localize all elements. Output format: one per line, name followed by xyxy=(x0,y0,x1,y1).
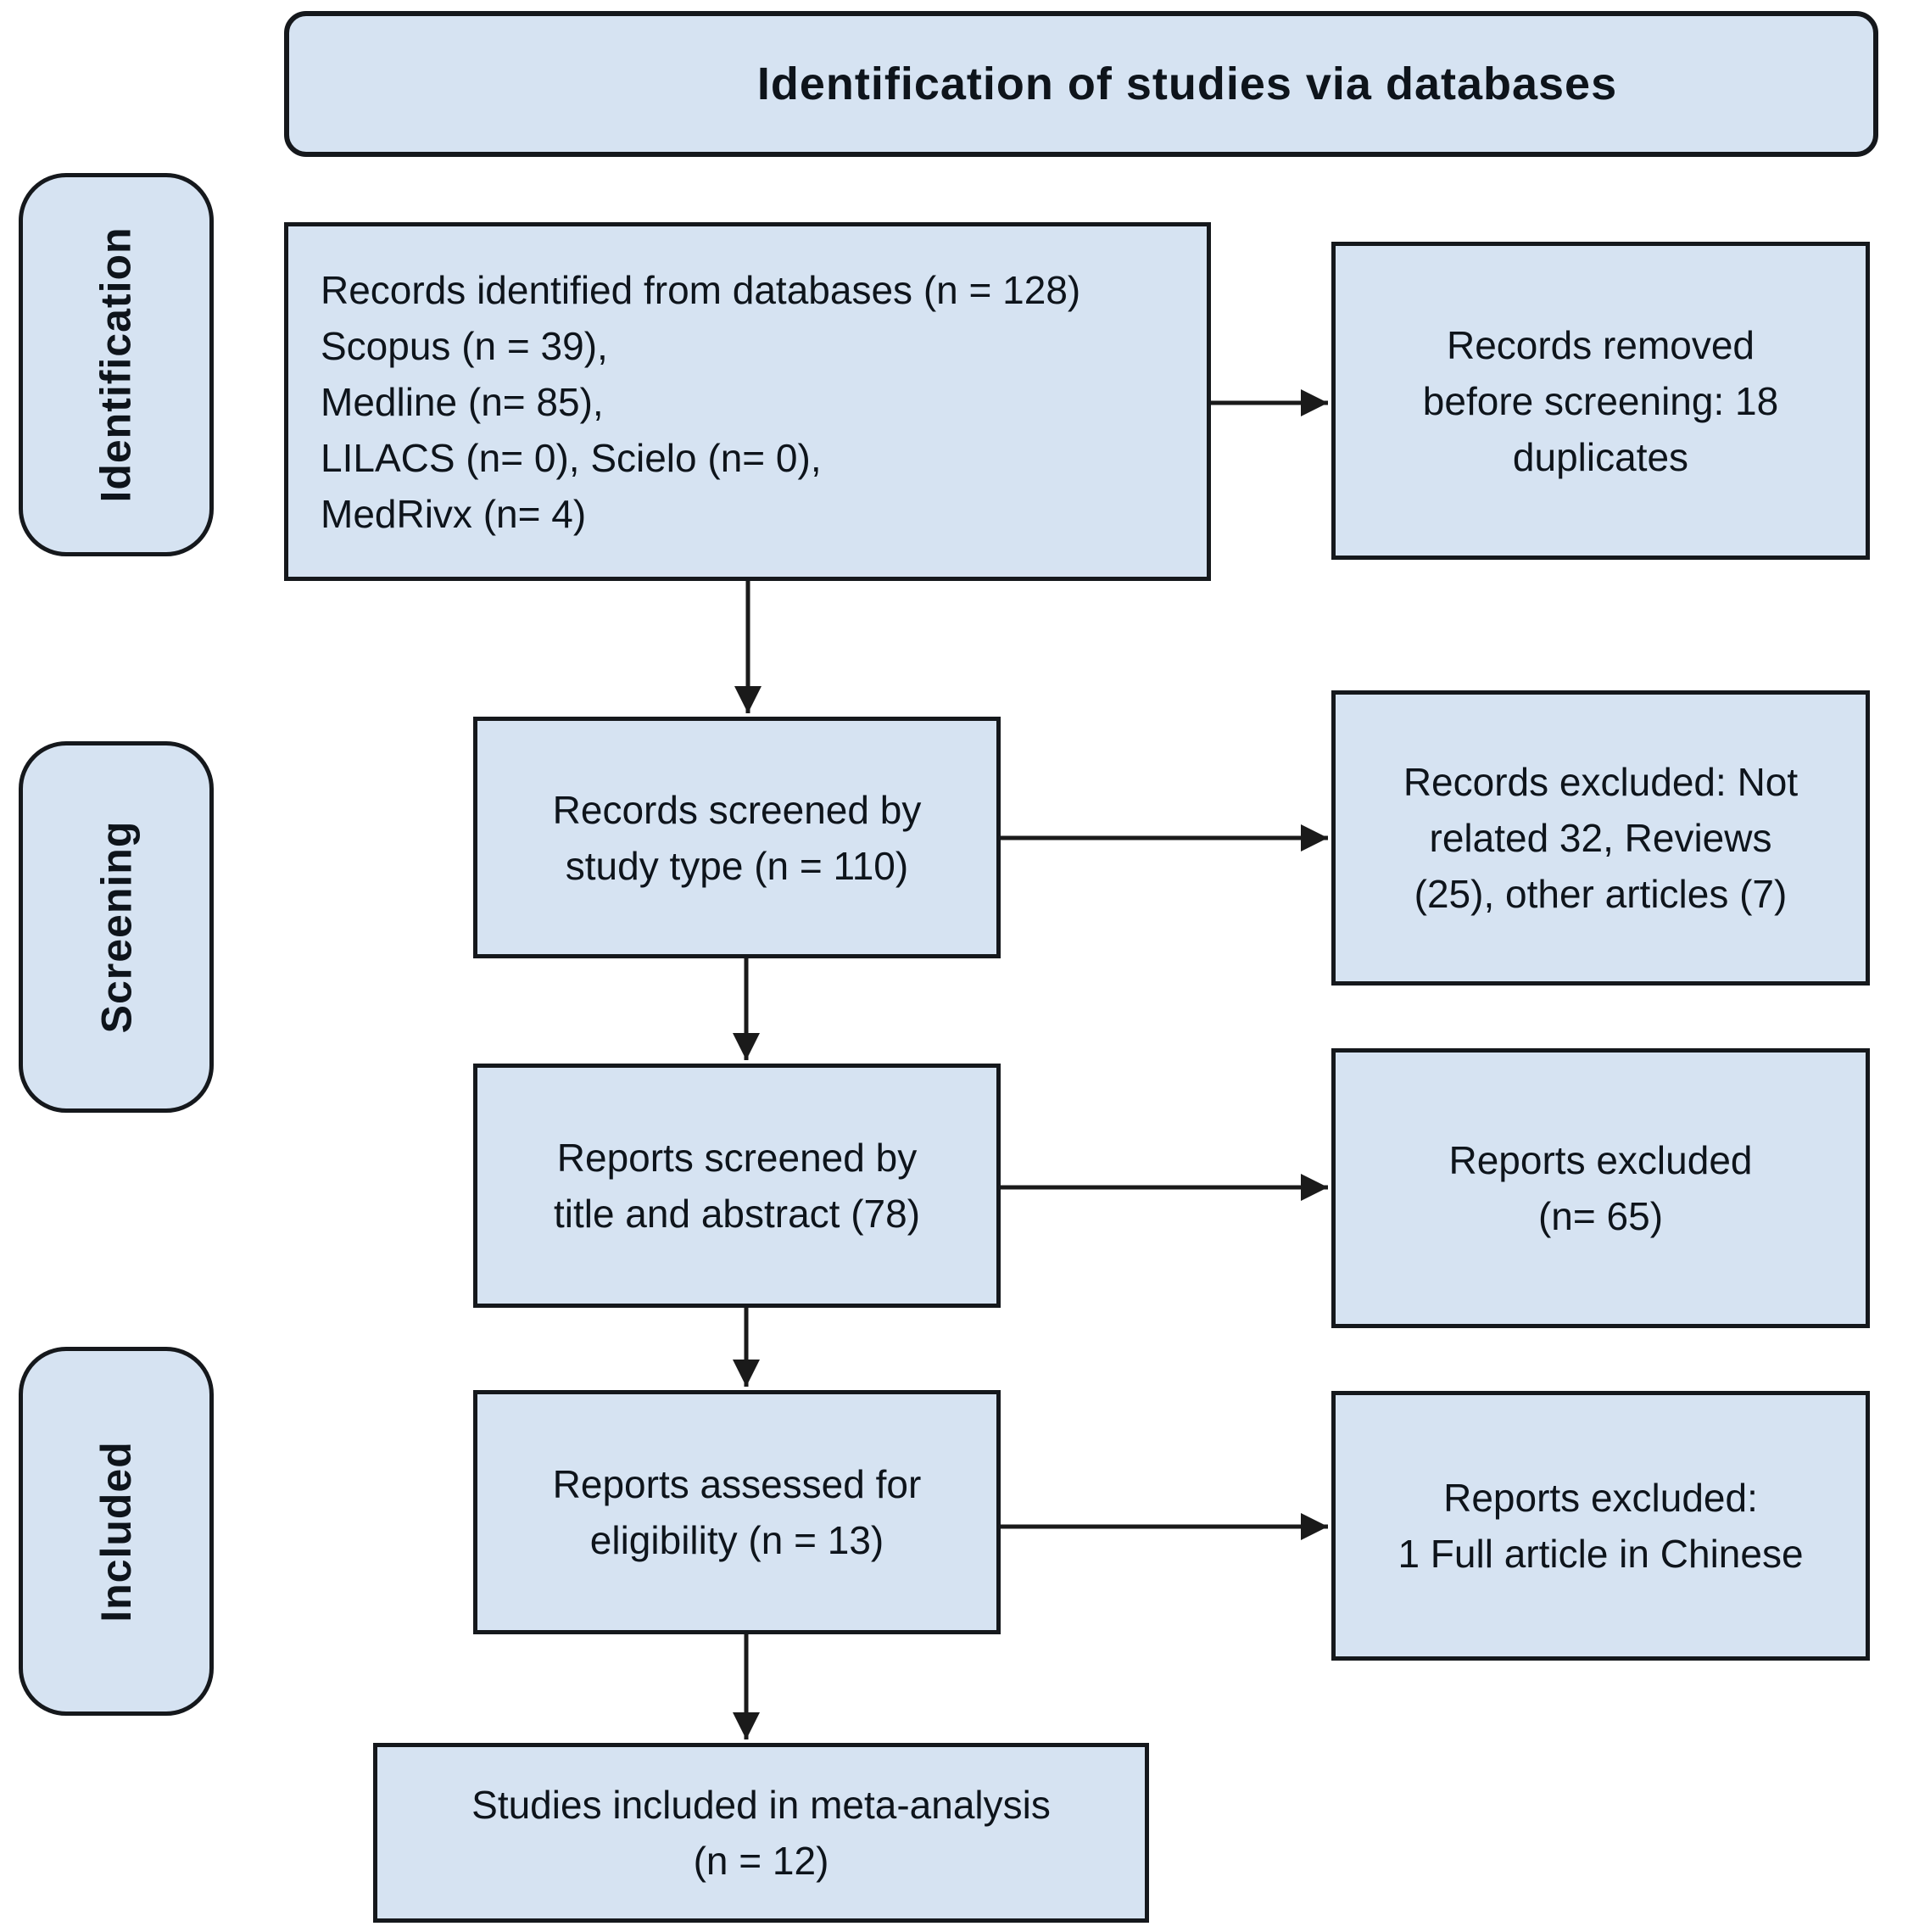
box-text-line: Medline (n= 85), xyxy=(321,379,604,424)
box-text-line: Studies included in meta-analysis xyxy=(471,1783,1051,1827)
box-text-line: eligibility (n = 13) xyxy=(589,1518,884,1562)
box-text-line: Reports excluded xyxy=(1448,1138,1753,1182)
box-text-line: (n = 12) xyxy=(693,1839,829,1883)
box-text-line: MedRivx (n= 4) xyxy=(321,491,587,536)
box-text-line: title and abstract (78) xyxy=(553,1192,921,1236)
page-title: Identification of studies via databases xyxy=(756,59,1618,109)
box-text-line: Records screened by xyxy=(552,787,922,832)
box-reports-excluded: Reports excluded (n= 65) xyxy=(1331,1048,1870,1328)
box-records-screened-study-type: Records screened by study type (n = 110) xyxy=(473,717,1001,958)
box-studies-included-meta-analysis: Studies included in meta-analysis (n = 1… xyxy=(373,1743,1149,1923)
box-records-identified: Records identified from databases (n = 1… xyxy=(284,222,1211,581)
stage-label-included: Included xyxy=(92,1440,140,1622)
box-text-line: Records identified from databases (n = 1… xyxy=(321,267,1081,312)
box-text-line: duplicates xyxy=(1512,434,1689,479)
box-text-line: Scopus (n = 39), xyxy=(321,323,608,368)
box-text-line: Records excluded: Not xyxy=(1403,760,1799,804)
stage-rail-identification: Identification xyxy=(19,173,214,556)
box-text-line: study type (n = 110) xyxy=(565,843,909,888)
stage-label-screening: Screening xyxy=(92,820,140,1034)
stage-rail-screening: Screening xyxy=(19,741,214,1113)
box-text-line: Reports screened by xyxy=(556,1136,918,1180)
box-text-line: Reports assessed for xyxy=(552,1462,922,1506)
box-records-excluded: Records excluded: Not related 32, Review… xyxy=(1331,690,1870,986)
box-text-line: related 32, Reviews xyxy=(1429,816,1772,860)
box-text-line: before screening: 18 xyxy=(1422,378,1779,423)
box-text-line: (25), other articles (7) xyxy=(1414,872,1788,916)
box-reports-excluded-full-text: Reports excluded: 1 Full article in Chin… xyxy=(1331,1391,1870,1661)
box-reports-screened-title-abstract: Reports screened by title and abstract (… xyxy=(473,1064,1001,1308)
stage-label-identification: Identification xyxy=(92,226,141,503)
box-text-line: Reports excluded: xyxy=(1443,1476,1758,1520)
stage-rail-included: Included xyxy=(19,1347,214,1716)
box-reports-assessed-eligibility: Reports assessed for eligibility (n = 13… xyxy=(473,1390,1001,1634)
box-text-line: Records removed xyxy=(1446,322,1755,367)
box-text-line: LILACS (n= 0), Scielo (n= 0), xyxy=(321,435,822,480)
box-records-removed-before-screening: Records removed before screening: 18 dup… xyxy=(1331,242,1870,560)
title-banner: Identification of studies via databases xyxy=(284,11,1878,157)
box-text-line: (n= 65) xyxy=(1537,1194,1664,1238)
box-text-line: 1 Full article in Chinese xyxy=(1398,1532,1804,1576)
